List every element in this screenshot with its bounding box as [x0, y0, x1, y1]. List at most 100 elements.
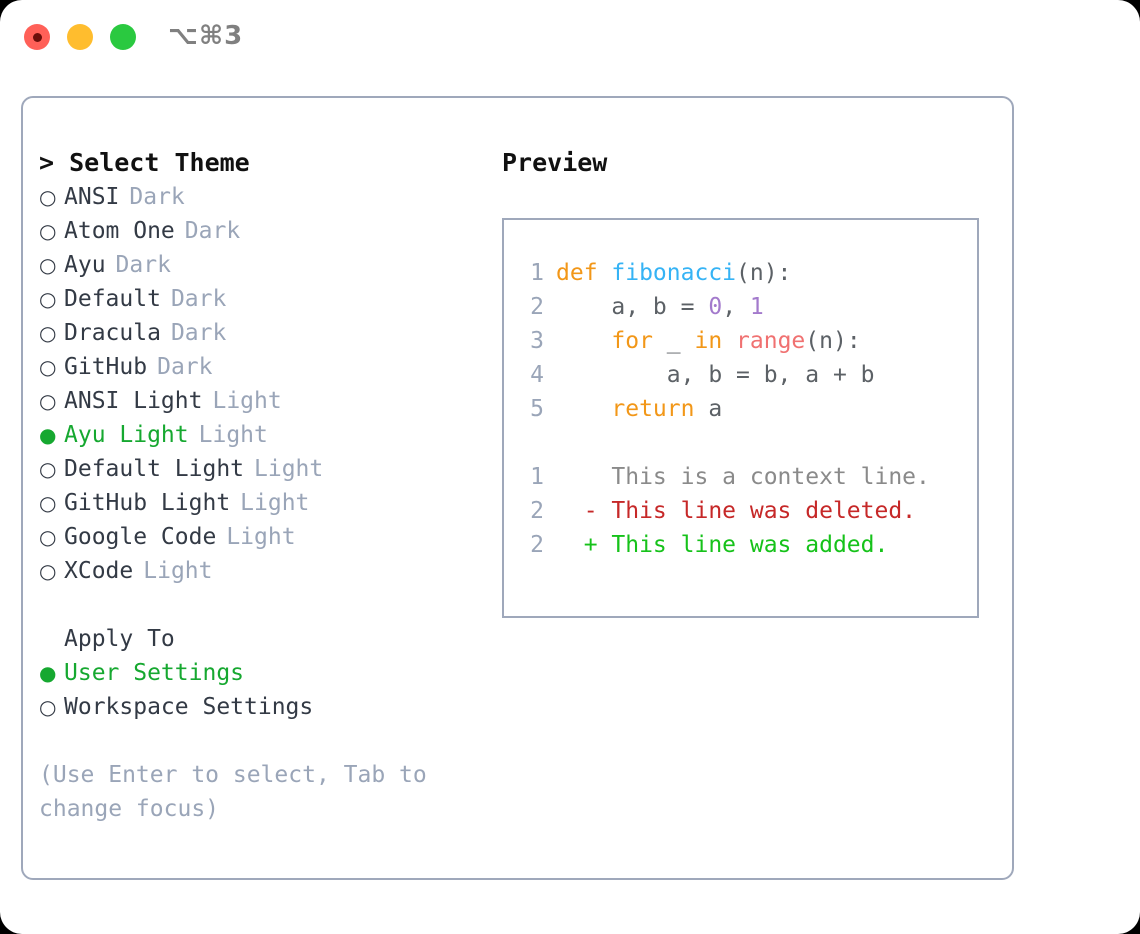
code-token: [556, 396, 611, 422]
theme-option-label: Google Code: [64, 524, 217, 550]
code-token: a: [694, 396, 723, 422]
select-theme-heading: > Select Theme: [39, 148, 250, 177]
code-line: 2 a, b = 0, 1: [518, 290, 977, 324]
radio-unselected-icon: ○: [39, 695, 57, 719]
diff-text: This is a context line.: [556, 464, 930, 490]
radio-unselected-icon: ○: [39, 491, 57, 515]
line-number: 3: [530, 328, 544, 354]
keyboard-shortcut-label: ⌥⌘3: [168, 21, 244, 51]
code-token: 0: [708, 294, 723, 320]
keyboard-hint-text: (Use Enter to select, Tab to change focu…: [39, 762, 427, 822]
code-token: return: [611, 396, 695, 422]
code-token: ,: [722, 294, 750, 320]
code-blank-line: [518, 426, 977, 460]
apply-option-1[interactable]: ○Workspace Settings: [39, 690, 499, 724]
theme-option-variant-tag: Dark: [170, 286, 227, 312]
code-token: def: [556, 260, 612, 286]
theme-option-variant-tag: Dark: [184, 218, 241, 244]
theme-option-label: Default: [64, 286, 161, 312]
code-token: [556, 328, 611, 354]
radio-unselected-icon: ○: [39, 185, 57, 209]
theme-option-9[interactable]: ○ GitHub Light Light: [39, 486, 499, 520]
apply-to-option-list[interactable]: ● User Settings ○Workspace Settings: [39, 656, 499, 724]
theme-option-6[interactable]: ○ ANSI Light Light: [39, 384, 499, 418]
code-token: a, b =: [556, 294, 709, 320]
theme-option-label: Ayu: [64, 252, 106, 278]
line-number: 2: [530, 532, 544, 558]
theme-option-variant-tag: Light: [254, 456, 324, 482]
theme-option-variant-tag: Light: [212, 388, 282, 414]
theme-option-0[interactable]: ○ ANSI Dark: [39, 180, 499, 214]
code-token: [722, 328, 736, 354]
radio-unselected-icon: ○: [39, 355, 57, 379]
theme-option-2[interactable]: ○ Ayu Dark: [39, 248, 499, 282]
radio-selected-icon: ●: [39, 423, 57, 447]
theme-option-variant-tag: Light: [198, 422, 268, 448]
theme-option-label: GitHub: [64, 354, 148, 380]
window-controls: [24, 24, 136, 50]
code-line: 3 for _ in range(n):: [518, 324, 977, 358]
theme-option-3[interactable]: ○ Default Dark: [39, 282, 499, 316]
code-token: (n):: [805, 328, 861, 354]
diff-line: 2 - This line was deleted.: [518, 494, 977, 528]
theme-option-variant-tag: Dark: [129, 184, 185, 210]
theme-option-5[interactable]: ○ GitHub Dark: [39, 350, 499, 384]
code-line: 4 a, b = b, a + b: [518, 358, 977, 392]
theme-option-variant-tag: Dark: [115, 252, 171, 278]
theme-option-variant-tag: Dark: [157, 354, 213, 380]
radio-unselected-icon: ○: [39, 525, 57, 549]
diff-text: + This line was added.: [556, 532, 889, 558]
minimize-button[interactable]: [67, 24, 93, 50]
theme-option-label: Dracula: [64, 320, 161, 346]
code-token: for: [611, 328, 653, 354]
radio-unselected-icon: ○: [39, 253, 57, 277]
code-token: (n):: [736, 260, 792, 286]
apply-option-0[interactable]: ● User Settings: [39, 656, 499, 690]
code-line: 1 def fibonacci(n):: [518, 256, 977, 290]
radio-unselected-icon: ○: [39, 389, 57, 413]
theme-option-label: Atom One: [64, 218, 175, 244]
code-token: in: [694, 328, 723, 354]
maximize-button[interactable]: [110, 24, 136, 50]
apply-to-heading: Apply To: [64, 626, 175, 652]
code-line: 5 return a: [518, 392, 977, 426]
line-number: 5: [530, 396, 544, 422]
close-button[interactable]: [24, 24, 50, 50]
diff-line: 1 This is a context line.: [518, 460, 977, 494]
theme-option-label: ANSI Light: [64, 388, 203, 414]
preview-heading: Preview: [502, 148, 608, 177]
theme-option-label: Default Light: [64, 456, 245, 482]
theme-option-variant-tag: Light: [240, 490, 310, 516]
radio-unselected-icon: ○: [39, 321, 57, 345]
theme-option-label: Ayu Light: [64, 422, 189, 448]
code-token: range: [736, 328, 806, 354]
title-bar: ⌥⌘3: [0, 0, 1140, 80]
code-token: _: [652, 328, 695, 354]
line-number: 2: [530, 498, 544, 524]
code-token: 1: [749, 294, 764, 320]
theme-option-7[interactable]: ● Ayu Light Light: [39, 418, 499, 452]
line-number: 1: [530, 260, 544, 286]
radio-unselected-icon: ○: [39, 287, 57, 311]
radio-unselected-icon: ○: [39, 559, 57, 583]
theme-option-variant-tag: Light: [226, 524, 296, 550]
code-token: fibonacci: [611, 260, 737, 286]
theme-option-label: GitHub Light: [64, 490, 231, 516]
theme-option-10[interactable]: ○ Google Code Light: [39, 520, 499, 554]
theme-option-label: ANSI: [64, 184, 120, 210]
apply-option-label: User Settings: [64, 660, 245, 686]
line-number: 4: [530, 362, 544, 388]
theme-option-variant-tag: Light: [143, 558, 213, 584]
diff-line: 2 + This line was added.: [518, 528, 977, 562]
radio-selected-icon: ●: [39, 661, 57, 685]
line-number: 2: [530, 294, 544, 320]
